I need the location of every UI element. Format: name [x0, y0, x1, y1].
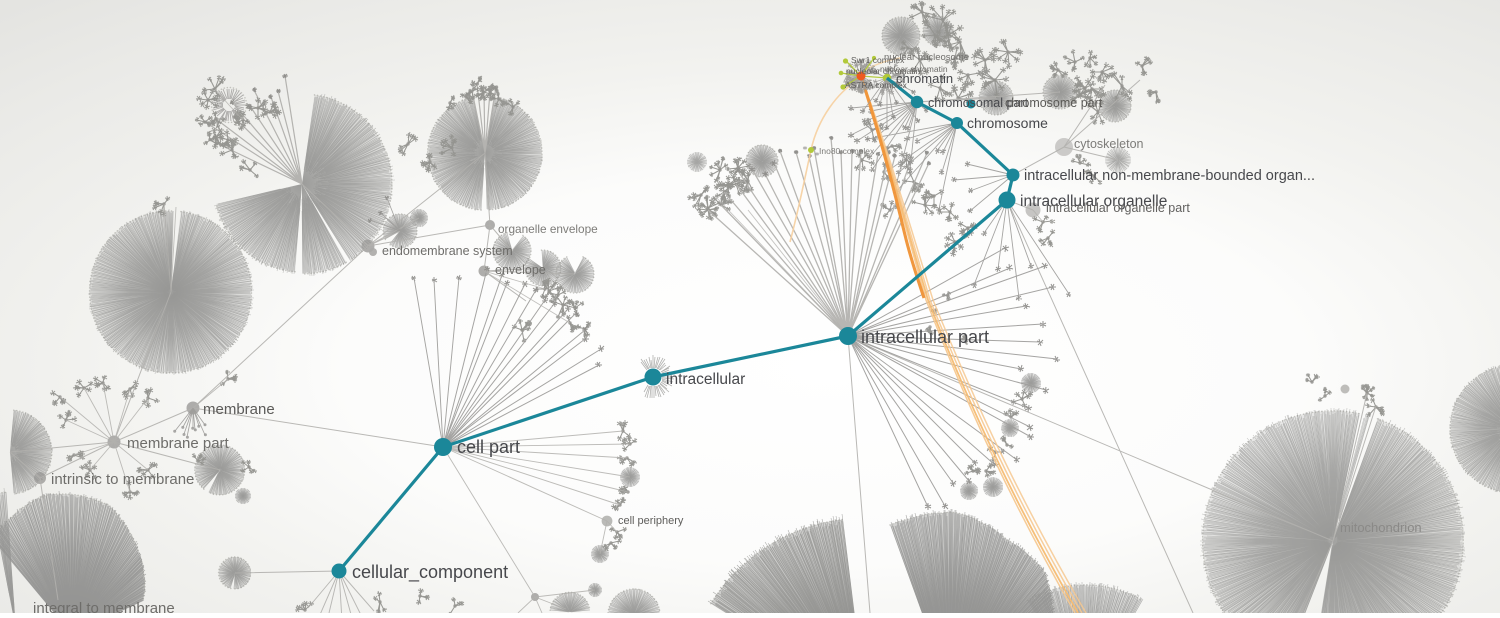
svg-text:ASTRA complex: ASTRA complex [845, 80, 908, 90]
svg-text:nucleolar chromatin: nucleolar chromatin [846, 66, 920, 76]
svg-text:membrane: membrane [203, 401, 275, 418]
svg-text:mitochondrion: mitochondrion [1340, 520, 1422, 535]
svg-text:intrinsic to membrane: intrinsic to membrane [51, 471, 194, 488]
svg-text:cell periphery: cell periphery [618, 515, 684, 527]
svg-text:cytoskeleton: cytoskeleton [1074, 137, 1144, 151]
svg-text:nuclear nucleosome: nuclear nucleosome [884, 52, 969, 63]
svg-text:intracellular organelle part: intracellular organelle part [1046, 201, 1190, 215]
svg-text:chromosomal part: chromosomal part [928, 96, 1029, 110]
svg-text:chromosome: chromosome [967, 115, 1048, 131]
svg-text:intracellular part: intracellular part [861, 327, 989, 347]
svg-text:integral to membrane: integral to membrane [33, 600, 175, 613]
svg-text:intracellular organelle: intracellular organelle [1020, 193, 1167, 210]
svg-text:nuclear chromatin: nuclear chromatin [880, 64, 948, 74]
svg-text:envelope: envelope [495, 263, 546, 277]
svg-text:organelle envelope: organelle envelope [498, 222, 598, 236]
svg-text:cell part: cell part [457, 437, 520, 457]
svg-text:cellular_component: cellular_component [352, 562, 508, 583]
svg-text:membrane part: membrane part [127, 435, 230, 452]
svg-text:chromosome part: chromosome part [1005, 96, 1103, 110]
svg-text:Swr1 complex: Swr1 complex [851, 55, 905, 65]
svg-text:endomembrane system: endomembrane system [382, 244, 513, 258]
svg-text:Ino80 complex: Ino80 complex [819, 146, 875, 156]
svg-text:intracellular: intracellular [666, 371, 745, 388]
svg-text:intracellular non-membrane-bou: intracellular non-membrane-bounded organ… [1024, 168, 1315, 184]
svg-text:chromatin: chromatin [896, 71, 953, 86]
